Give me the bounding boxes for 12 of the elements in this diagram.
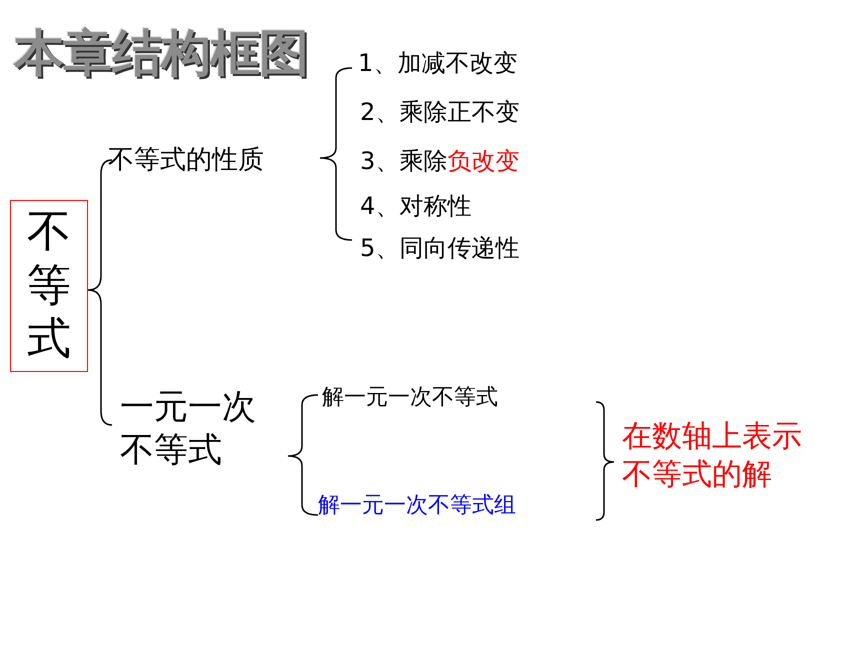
list-item: 2、乘除正不变 [360,97,520,127]
list-item: 解一元一次不等式组 [318,492,516,520]
list-item: 5、同向传递性 [360,233,520,263]
branch-label: 一元一次不等式 [120,386,270,471]
list-item: 1、加减不改变 [358,48,518,78]
boxed-heading: 不等式 [10,200,88,372]
list-item: 3、乘除负改变 [360,146,520,176]
result-label: 在数轴上表示不等式的解 [622,418,814,493]
title: 本章结构框图 [14,23,308,84]
branch-label: 不等式的性质 [108,144,264,176]
list-item: 解一元一次不等式 [322,384,498,412]
list-item: 4、对称性 [360,191,472,221]
